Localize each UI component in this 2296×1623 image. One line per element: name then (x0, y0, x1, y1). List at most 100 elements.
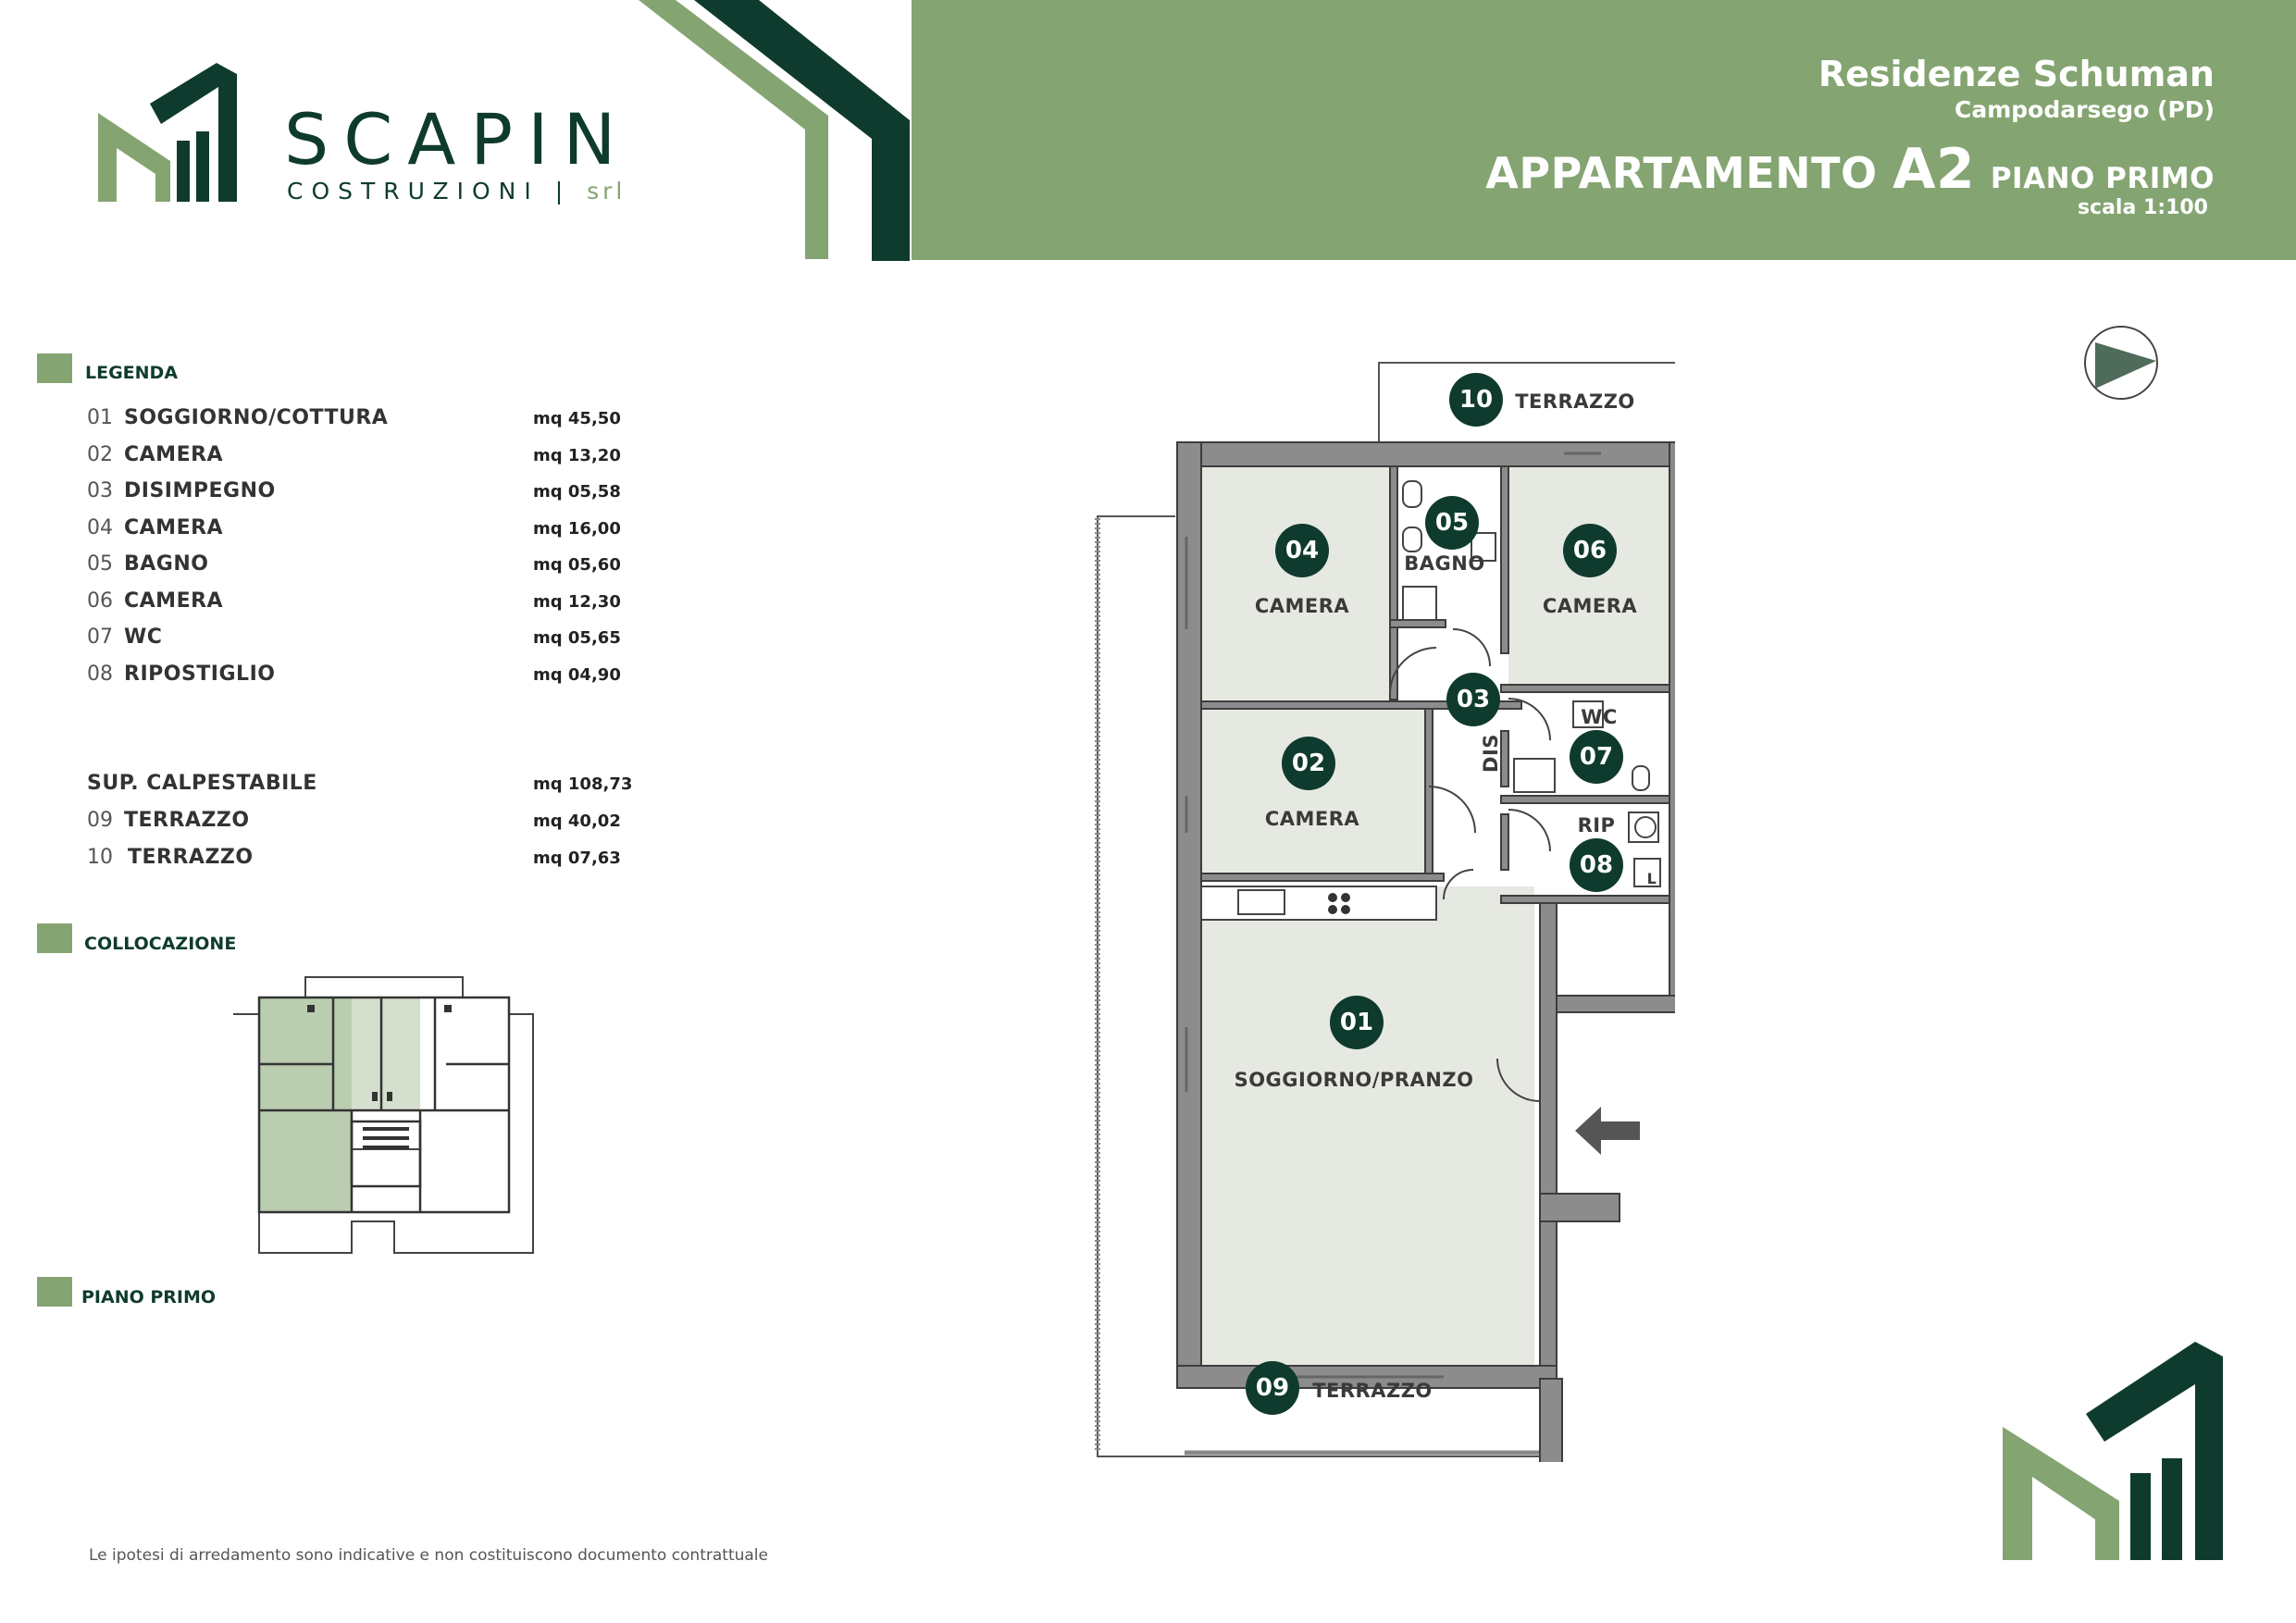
label-l-symbol: L (1646, 870, 1657, 887)
legend-name: CAMERA (124, 516, 224, 539)
badge-09: 09 (1246, 1361, 1299, 1415)
label-camera-06: CAMERA (1542, 595, 1638, 617)
piano-marker (37, 1277, 72, 1307)
legend-row: 09 TERRAZZO mq 40,02 (87, 809, 642, 836)
legend-area: mq 04,90 (533, 665, 621, 685)
legend-area: mq 13,20 (533, 446, 621, 465)
legend-num: 01 (87, 406, 113, 429)
logo-mark (98, 63, 237, 202)
legend-name: WC (124, 626, 163, 649)
room-01-floor (1201, 886, 1534, 1366)
logo-subtitle: COSTRUZIONI | srl (287, 178, 627, 204)
legend-total-row: SUP. CALPESTABILE mq 108,73 (87, 772, 642, 799)
project-location: Campodarsego (PD) (1955, 96, 2215, 123)
label-terrazzo-10: TERRAZZO (1515, 390, 1635, 413)
badge-10: 10 (1449, 373, 1503, 427)
header-diagonal-stripes (639, 0, 910, 261)
badge-02: 02 (1282, 737, 1335, 790)
label-dis: DIS (1479, 734, 1502, 773)
badge-04: 04 (1275, 524, 1329, 577)
legend-area: mq 05,60 (533, 555, 621, 575)
room-04-floor (1201, 466, 1396, 701)
apartment-code: A2 (1893, 137, 1976, 202)
kitchen-sink (1237, 889, 1285, 915)
collocazione-title: COLLOCAZIONE (84, 934, 237, 954)
footer-logo-mark (2003, 1342, 2223, 1560)
logo-name: SCAPIN (284, 98, 631, 180)
badge-06: 06 (1563, 524, 1617, 577)
legend-row: 10 TERRAZZO mq 07,63 (87, 846, 642, 873)
legend-name: TERRAZZO (124, 809, 250, 832)
apartment-floor: PIANO PRIMO (1990, 162, 2215, 195)
label-bagno: BAGNO (1404, 552, 1485, 575)
legend-name: CAMERA (124, 589, 224, 613)
room-02-floor (1201, 709, 1433, 873)
legend-num: 04 (87, 516, 113, 539)
header-band (912, 0, 2296, 260)
logo-subtitle-text: COSTRUZIONI (287, 178, 540, 204)
apartment-prefix: APPARTAMENTO (1485, 148, 1878, 198)
legend-row: 04 CAMERA mq 16,00 (87, 516, 642, 544)
legend-name: TERRAZZO (128, 846, 254, 869)
badge-05: 05 (1425, 496, 1479, 550)
legend-num: 09 (87, 809, 113, 832)
legend-area: mq 12,30 (533, 592, 621, 612)
plan-scale: scala 1:100 (2077, 196, 2208, 219)
label-wc: WC (1581, 706, 1618, 728)
apartment-title: APPARTAMENTO A2 PIANO PRIMO (1485, 137, 2215, 202)
legend-name: CAMERA (124, 443, 224, 466)
label-soggiorno: SOGGIORNO/PRANZO (1234, 1069, 1474, 1091)
legend-num: 02 (87, 443, 113, 466)
legend-row: 08 RIPOSTIGLIO mq 04,90 (87, 663, 642, 690)
kitchen-counter (1200, 886, 1437, 921)
legend-row: 06 CAMERA mq 12,30 (87, 589, 642, 617)
compass-arrow-icon (2084, 326, 2158, 400)
cooktop-icon (1328, 893, 1350, 914)
label-camera-02: CAMERA (1264, 808, 1360, 830)
legend-area: mq 07,63 (533, 849, 621, 868)
legend-row: 03 DISIMPEGNO mq 05,58 (87, 479, 642, 507)
logo-suffix: srl (587, 178, 627, 204)
walls (1176, 441, 1675, 1462)
legend-name: RIPOSTIGLIO (124, 663, 276, 686)
legend-area: mq 05,65 (533, 628, 621, 648)
legend-title: LEGENDA (85, 363, 179, 383)
legend-marker (37, 353, 72, 383)
legend-name: DISIMPEGNO (124, 479, 276, 502)
legend-row: 05 BAGNO mq 05,60 (87, 552, 642, 580)
badge-03: 03 (1446, 673, 1500, 726)
legend-name: BAGNO (124, 552, 209, 576)
legend-area: mq 40,02 (533, 812, 621, 831)
label-rip: RIP (1577, 814, 1616, 836)
legend-name: SUP. CALPESTABILE (87, 772, 317, 795)
legend-num: 03 (87, 479, 113, 502)
badge-01: 01 (1330, 996, 1384, 1049)
collocazione-marker (37, 923, 72, 953)
door-swings (1389, 628, 1551, 1102)
label-terrazzo-09: TERRAZZO (1312, 1380, 1433, 1402)
project-name: Residenze Schuman (1818, 54, 2215, 94)
legend-area: mq 108,73 (533, 774, 633, 794)
fixtures (1402, 480, 1661, 887)
floor-plan (1095, 362, 1675, 1462)
legend-num: 08 (87, 663, 113, 686)
badge-08: 08 (1570, 838, 1623, 892)
disclaimer-note: Le ipotesi di arredamento sono indicativ… (89, 1546, 768, 1565)
entrance-arrow-icon (1575, 1107, 1640, 1155)
badge-07: 07 (1570, 730, 1623, 784)
windows (1185, 452, 1601, 1379)
legend-area: mq 16,00 (533, 519, 621, 539)
legend-num: 05 (87, 552, 113, 576)
legend-num: 10 (87, 846, 113, 869)
legend-name: SOGGIORNO/COTTURA (124, 406, 389, 429)
legend-row: 07 WC mq 05,65 (87, 626, 642, 653)
collocazione-key-plan (233, 976, 534, 1254)
legend-row: 01 SOGGIORNO/COTTURA mq 45,50 (87, 406, 642, 434)
legend-num: 07 (87, 626, 113, 649)
label-camera-04: CAMERA (1254, 595, 1350, 617)
legend-num: 06 (87, 589, 113, 613)
legend-row: 02 CAMERA mq 13,20 (87, 443, 642, 471)
piano-title: PIANO PRIMO (81, 1287, 217, 1307)
legend-area: mq 45,50 (533, 409, 621, 428)
legend-area: mq 05,58 (533, 482, 621, 502)
